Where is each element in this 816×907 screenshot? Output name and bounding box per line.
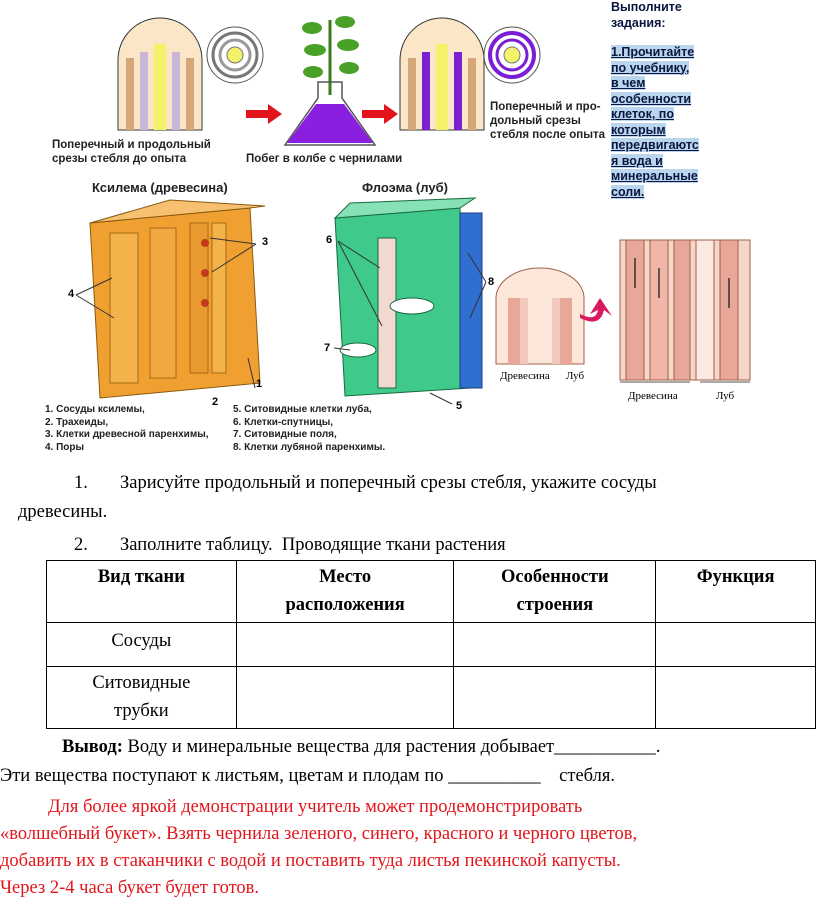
stem-after-cross — [483, 26, 541, 84]
assignment-note: Выполните задания: 1.Прочитайте по учебн… — [611, 0, 816, 200]
table-cell-empty[interactable] — [235, 666, 455, 729]
tissue-figure: Ксилема (древесина) Флоэма (луб) — [0, 178, 816, 460]
note-line: по учебнику, — [611, 60, 690, 75]
legend-right: 5. Ситовидные клетки луба, 6. Клетки-спу… — [233, 404, 385, 454]
note-line: клеток, по — [611, 107, 674, 121]
note-line: которым — [611, 122, 666, 137]
legend-item: 1. Сосуды ксилемы, — [45, 404, 145, 415]
stem-before-longitudinal — [117, 17, 203, 131]
stem-section-small — [495, 267, 585, 365]
tissue-number: 8 — [488, 276, 495, 288]
legend-item: 6. Клетки-спутницы, — [233, 416, 334, 428]
stem-section-large — [619, 239, 751, 383]
table-cell-empty[interactable] — [453, 666, 657, 729]
table-cell-empty[interactable] — [655, 622, 816, 667]
legend-item: 8. Клетки лубяной паренхимы. — [233, 441, 386, 453]
legend-item: 3. Клетки древесной паренхимы, — [45, 429, 209, 440]
tissue-number: 2 — [212, 396, 219, 408]
caption-after: Поперечный и про-дольный срезы стебля по… — [490, 101, 606, 141]
note-line: 1.Прочитайте — [611, 45, 695, 59]
caption-before: Поперечный и продольный срезы стебля до … — [52, 139, 211, 165]
legend-item: 5. Ситовидные клетки луба, — [233, 404, 372, 415]
conclusion-label: Вывод: — [62, 737, 123, 757]
legend-left: 1. Сосуды ксилемы, 2. Трахеиды, 3. Клетк… — [45, 404, 209, 454]
caption-shoot: Побег в колбе с чернилами — [246, 153, 403, 165]
task-2-text: Заполните таблицу. Проводящие ткани раст… — [120, 535, 506, 555]
note-line: минеральные — [611, 169, 698, 183]
table-row: Сосуды — [46, 622, 816, 667]
legend-item: 4. Поры — [45, 441, 85, 453]
table-cell-empty[interactable] — [655, 666, 816, 729]
table-header-cell: Вид ткани — [46, 560, 237, 623]
conclusion-text: Воду и минеральные вещества для растения… — [122, 737, 661, 757]
tissue-number: 5 — [456, 400, 463, 412]
note-title: Выполните задания: — [611, 0, 682, 30]
conclusion-line-2: Эти вещества поступают к листьям, цветам… — [0, 766, 615, 786]
phloem-title: Флоэма (луб) — [362, 180, 448, 195]
tissue-number: 1 — [256, 378, 263, 390]
arrow-curved-icon — [580, 298, 612, 322]
task-2-number: 2. — [74, 535, 88, 555]
tissue-illustration — [75, 197, 751, 405]
flask-with-shoot — [283, 16, 377, 146]
arrow-right-icon — [246, 104, 282, 124]
tissue-number: 7 — [324, 342, 331, 354]
note-line: передвигаютс — [611, 138, 699, 152]
task-1-number: 1. — [74, 473, 88, 493]
teacher-note-line: Через 2-4 часа букет будет готов. — [0, 878, 260, 898]
note-line: соли. — [611, 184, 645, 199]
tissue-number: 3 — [262, 236, 269, 248]
teacher-note-line: Для более яркой демонстрации учитель мож… — [48, 797, 583, 817]
large-label-bast: Луб — [716, 390, 735, 402]
tissue-number: 4 — [68, 288, 75, 300]
xylem-title: Ксилема (древесина) — [92, 180, 228, 195]
note-line: особенности — [611, 91, 692, 106]
task-1-continuation: древесины. — [18, 502, 108, 522]
note-line: в чем — [611, 76, 646, 90]
phloem-block — [333, 197, 487, 405]
legend-item: 7. Ситовидные поля, — [233, 429, 337, 440]
table-cell-empty[interactable] — [235, 622, 455, 667]
table-cell-empty[interactable] — [453, 622, 657, 667]
teacher-note-line: добавить их в стаканчики с водой и поста… — [0, 851, 621, 871]
note-line: я вода и — [611, 153, 663, 168]
teacher-note: Для более яркой демонстрации учитель мож… — [0, 794, 816, 902]
xylem-block — [75, 199, 266, 399]
stem-experiment-illustration — [117, 16, 541, 146]
conclusion: Вывод: Воду и минеральные вещества для р… — [62, 734, 661, 760]
stem-before-cross — [206, 26, 264, 84]
small-label-bast: Луб — [566, 370, 585, 382]
table-header-cell: Функция — [655, 560, 816, 623]
large-label-wood: Древесина — [628, 390, 678, 402]
stem-after-longitudinal — [399, 17, 485, 131]
legend-item: 2. Трахеиды, — [45, 416, 109, 428]
arrow-right-icon — [362, 104, 398, 124]
tissue-number: 6 — [326, 234, 333, 246]
small-label-wood: Древесина — [500, 370, 550, 382]
teacher-note-line: «волшебный букет». Взять чернила зеленог… — [0, 824, 638, 844]
stem-experiment-figure: Поперечный и продольный срезы стебля до … — [0, 0, 610, 175]
table-cell-name: Сосуды — [46, 622, 237, 667]
task-1-text: Зарисуйте продольный и поперечный срезы … — [120, 473, 657, 493]
